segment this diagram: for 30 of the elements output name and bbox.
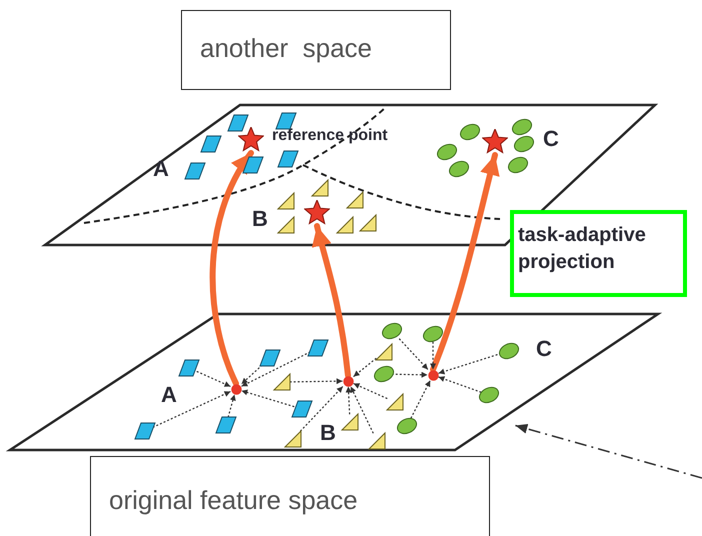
arrow: [241, 364, 263, 384]
arrow: [210, 150, 254, 386]
arrow: [241, 390, 294, 408]
title-box: original feature space: [90, 456, 490, 536]
cluster-label: A: [153, 158, 169, 180]
cluster-label: A: [161, 384, 177, 406]
arrow: [312, 223, 351, 378]
arrow: [228, 394, 236, 418]
title-box: another space: [181, 10, 451, 90]
arrow: [353, 358, 377, 378]
arrow: [430, 152, 500, 372]
arrow: [152, 390, 231, 428]
arrow: [430, 342, 436, 370]
arrow: [300, 386, 344, 432]
arrow: [438, 376, 482, 393]
cluster-label: B: [320, 422, 336, 444]
arrow: [353, 382, 388, 400]
cluster-label: C: [543, 128, 559, 150]
annotation-label: reference point: [272, 128, 388, 144]
arrow: [398, 338, 428, 370]
arrow: [410, 380, 431, 419]
cluster-label: C: [536, 338, 552, 360]
arrow: [515, 424, 702, 479]
arrow: [346, 386, 352, 414]
arrow: [241, 351, 311, 387]
arrow: [290, 378, 342, 384]
arrow: [196, 370, 231, 388]
callout-box: task-adaptive projection: [510, 210, 687, 297]
cluster-label: B: [252, 208, 268, 230]
arrow: [350, 386, 374, 434]
